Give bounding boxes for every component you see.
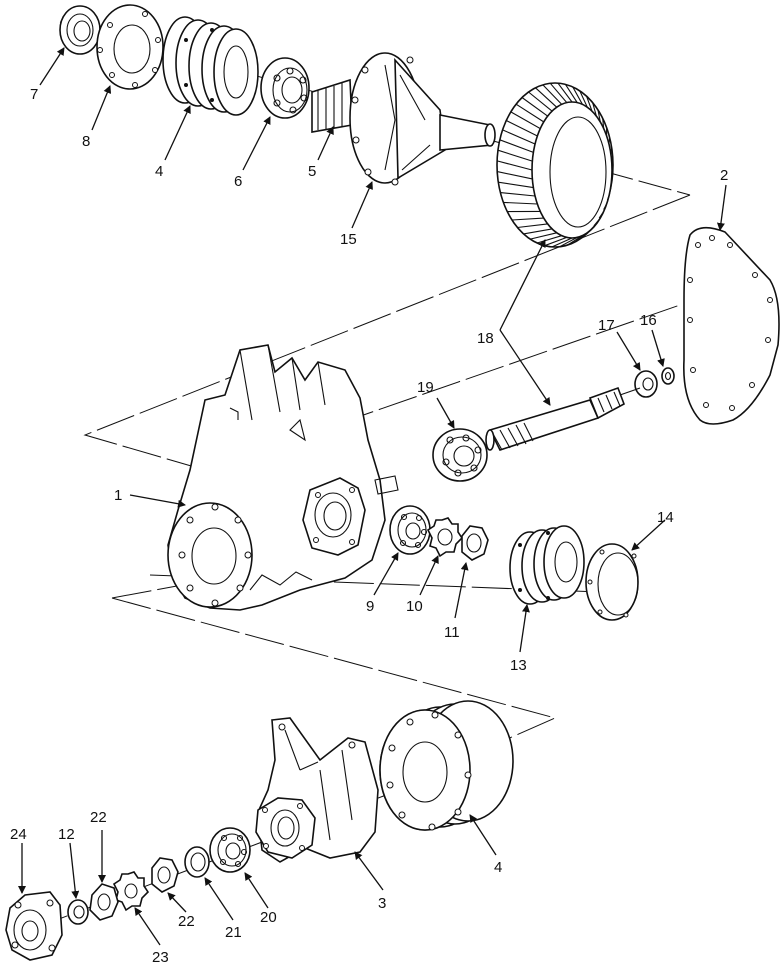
lock-washer-part-10	[426, 517, 464, 558]
nut-part-11	[461, 525, 489, 561]
callout-10: 10	[406, 598, 423, 615]
callout-labels: 7 8 4 6 5 15 2 18 17 16 19 1 9 10 11 13 …	[10, 86, 728, 966]
lock-washer-part-23	[112, 871, 150, 912]
callout-14: 14	[657, 509, 674, 526]
callout-20: 20	[260, 909, 277, 926]
seal-part-12	[67, 899, 89, 925]
bearing-part-20	[209, 827, 251, 873]
ring-gear	[496, 82, 614, 248]
callout-7: 7	[30, 86, 38, 103]
shim-pack-part-13	[509, 525, 585, 605]
callout-8: 8	[82, 133, 90, 150]
shim-pack-part-4-upper	[162, 16, 259, 116]
nut-part-22-left	[89, 883, 119, 921]
bearing-part-9	[389, 505, 431, 555]
callout-24: 24	[10, 826, 27, 843]
gasket-part-8	[96, 4, 164, 90]
end-cap-part-14	[585, 543, 639, 621]
callout-19: 19	[417, 379, 434, 396]
callout-17: 17	[598, 317, 615, 334]
flange-part-24	[5, 891, 63, 961]
callout-5: 5	[308, 163, 316, 180]
seal-part-7	[59, 5, 101, 55]
callout-1: 1	[114, 487, 122, 504]
bracket-part-3	[255, 717, 379, 863]
callout-22-left: 22	[90, 809, 107, 826]
bearing-part-19	[432, 428, 488, 482]
callout-2: 2	[720, 167, 728, 184]
nut-part-22-right	[151, 857, 179, 893]
callout-18: 18	[477, 330, 494, 347]
callout-6: 6	[234, 173, 242, 190]
callout-13: 13	[510, 657, 527, 674]
callout-9: 9	[366, 598, 374, 615]
washer-part-17	[634, 370, 658, 398]
bearing-part-6	[260, 57, 310, 119]
callout-23: 23	[152, 949, 169, 966]
callout-3: 3	[378, 895, 386, 912]
callout-4-upper: 4	[155, 163, 163, 180]
cover-plate-part-2	[683, 226, 780, 425]
callout-21: 21	[225, 924, 242, 941]
pinion-shaft-part-18	[485, 386, 641, 451]
callout-22-right: 22	[178, 913, 195, 930]
shim-pack-part-4-lower	[379, 700, 514, 831]
spacer-part-21	[184, 846, 210, 878]
callout-12: 12	[58, 826, 75, 843]
nut-part-16	[661, 367, 675, 385]
callout-16: 16	[640, 312, 657, 329]
leader-lines	[18, 47, 727, 946]
callout-15: 15	[340, 231, 357, 248]
callout-4-lower: 4	[494, 859, 502, 876]
carrier-part-15	[311, 52, 496, 186]
housing-part-1	[167, 344, 399, 611]
callout-11: 11	[444, 624, 460, 641]
